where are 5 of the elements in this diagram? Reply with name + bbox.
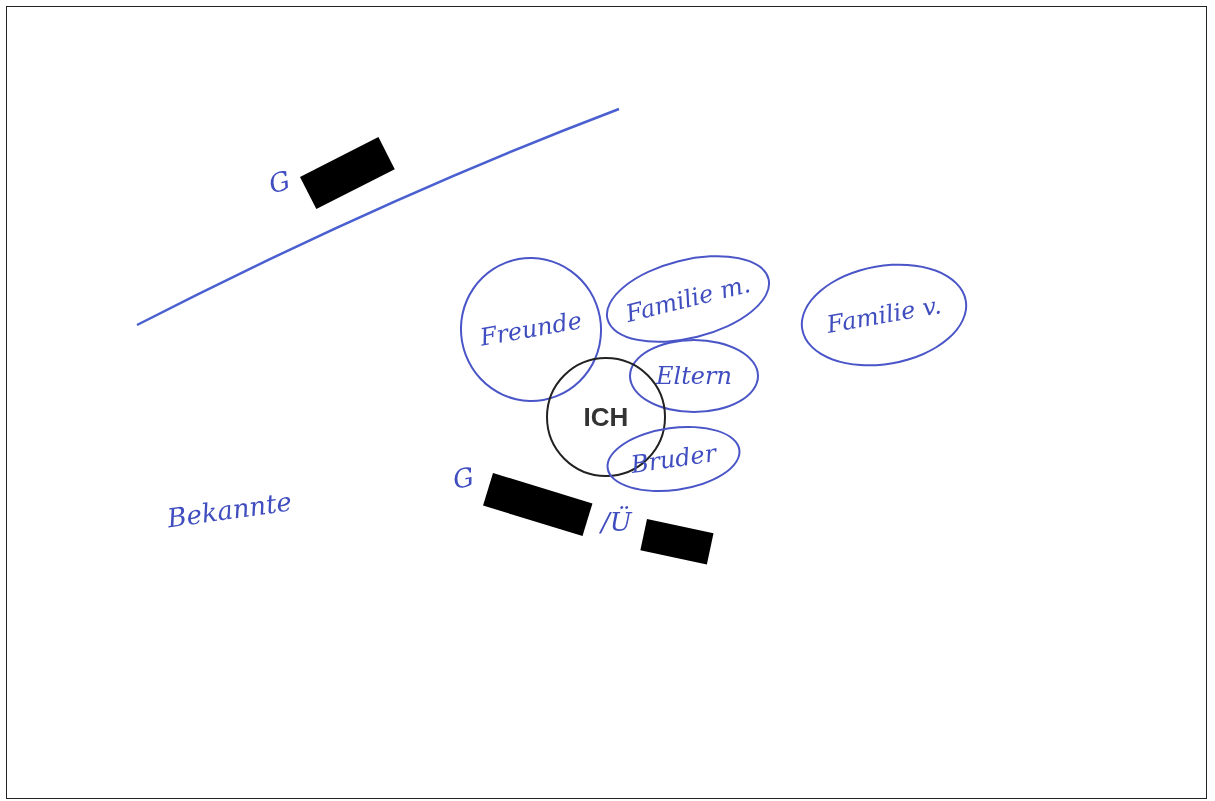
group-ellipse: Eltern — [629, 339, 759, 413]
handwritten-label: /Ü — [601, 507, 632, 537]
handwritten-label: G — [265, 164, 294, 200]
handwritten-label: G — [450, 461, 477, 495]
handwritten-label: Bekannte — [165, 486, 294, 534]
